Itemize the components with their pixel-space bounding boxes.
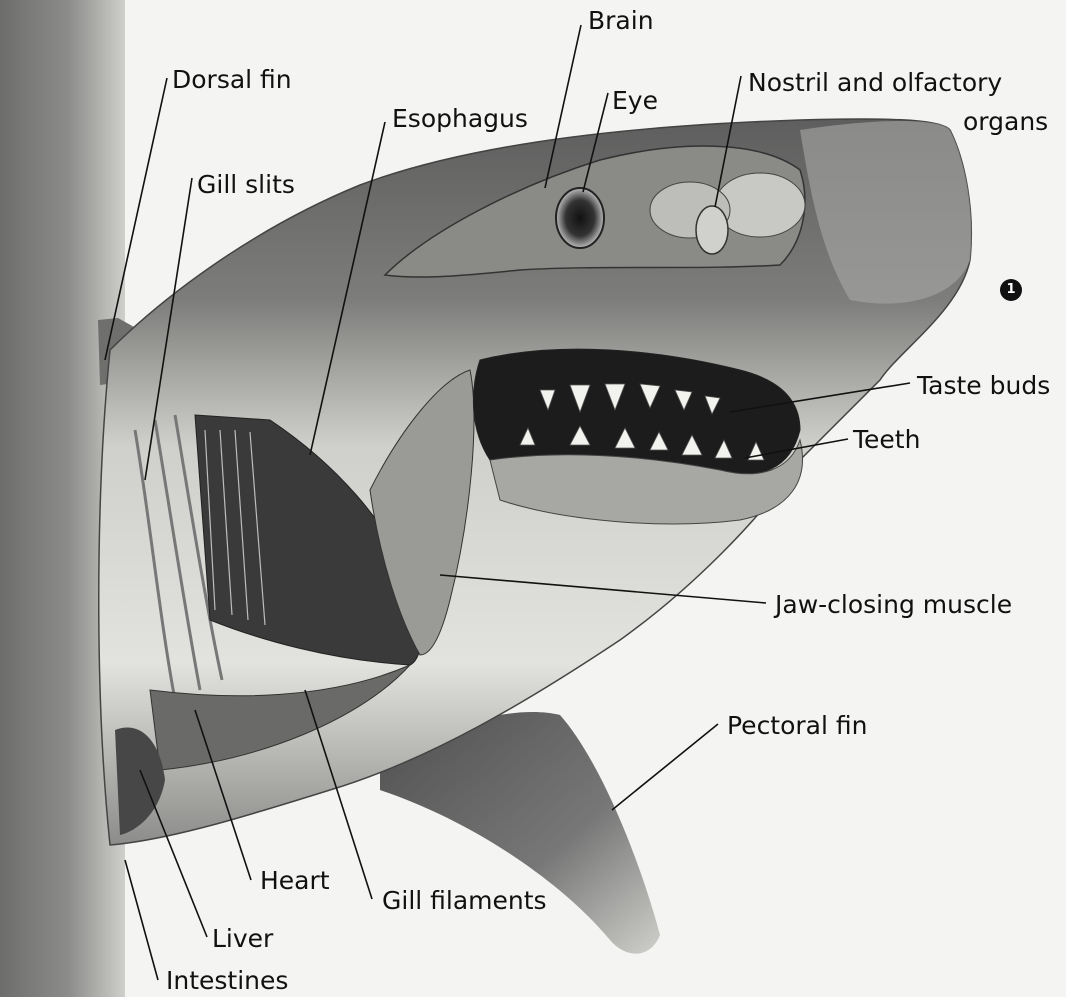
label-intestines: Intestines: [166, 968, 288, 993]
label-nostril-line2: organs: [963, 109, 1048, 134]
label-taste-buds: Taste buds: [917, 373, 1050, 398]
label-heart: Heart: [260, 868, 330, 893]
label-gill-slits: Gill slits: [197, 172, 295, 197]
leader-intestines: [125, 860, 158, 980]
label-nostril-line1: Nostril and olfactory: [748, 70, 1002, 95]
leader-pectoral-fin: [612, 724, 718, 810]
label-esophagus: Esophagus: [392, 106, 528, 131]
label-brain: Brain: [588, 8, 654, 33]
eye-shape: [556, 188, 604, 248]
label-gill-filaments: Gill filaments: [382, 888, 547, 913]
nostril-organ: [696, 206, 728, 254]
label-liver: Liver: [212, 926, 273, 951]
label-teeth: Teeth: [853, 427, 920, 452]
figure-number-badge: 1: [1000, 279, 1022, 301]
label-eye: Eye: [612, 88, 658, 113]
label-pectoral-fin: Pectoral fin: [727, 713, 868, 738]
label-dorsal-fin: Dorsal fin: [172, 67, 292, 92]
label-jaw-closing-muscle: Jaw-closing muscle: [775, 592, 1012, 617]
